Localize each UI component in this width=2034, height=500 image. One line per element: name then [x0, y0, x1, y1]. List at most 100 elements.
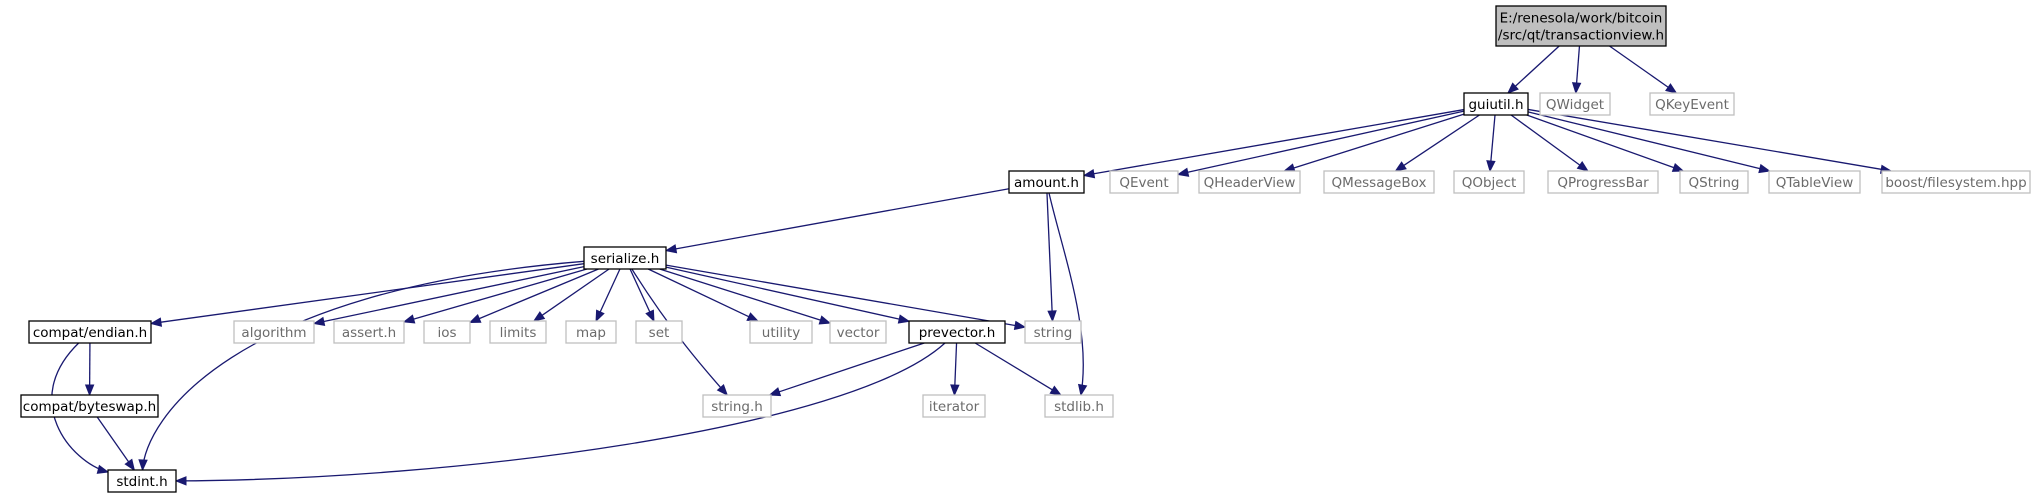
node-qtableview[interactable]: QTableView	[1768, 170, 1861, 194]
node-stdint[interactable]: stdint.h	[107, 469, 177, 493]
arrowhead-icon	[768, 387, 782, 397]
node-box-set	[635, 320, 683, 344]
node-qheaderview[interactable]: QHeaderView	[1198, 170, 1301, 194]
edge-prevector-to-iterator	[950, 342, 960, 397]
edge-line	[954, 342, 958, 386]
node-serialize[interactable]: serialize.h	[583, 246, 667, 270]
edge-root-to-qkeyevent	[1609, 45, 1678, 94]
node-qstring[interactable]: QString	[1679, 170, 1749, 194]
edge-root-to-guiutil	[1506, 45, 1560, 94]
node-box-stdlib	[1044, 394, 1114, 418]
node-limits[interactable]: limits	[489, 320, 547, 344]
edge-prevector-to-stringh	[768, 342, 925, 397]
arrowhead-icon	[1082, 169, 1096, 179]
node-box-qprogressbar	[1547, 170, 1659, 194]
node-box-map	[565, 320, 617, 344]
edge-line	[478, 268, 599, 320]
edge-byteswap-to-stdint	[96, 416, 136, 472]
nodes-layer: E:/renesola/work/bitcoin/src/qt/transact…	[20, 5, 2031, 493]
edge-guiutil-to-qobject	[1486, 114, 1496, 173]
node-guiutil[interactable]: guiutil.h	[1463, 92, 1529, 116]
node-label-qevent: QEvent	[1119, 175, 1168, 191]
arrowhead-icon	[897, 314, 911, 324]
arrowhead-icon	[1576, 160, 1589, 172]
edge-prevector-to-stdlib	[974, 342, 1063, 396]
node-label-asserth: assert.h	[342, 325, 396, 341]
edge-line	[974, 342, 1053, 391]
arrowhead-icon	[1571, 82, 1582, 95]
arrowhead-icon	[950, 384, 960, 397]
arrowhead-icon	[1013, 320, 1027, 331]
arrowhead-icon	[595, 309, 605, 323]
node-stdlib[interactable]: stdlib.h	[1044, 394, 1114, 418]
node-set[interactable]: set	[635, 320, 683, 344]
edge-amount-to-stdlib	[1048, 192, 1088, 397]
node-box-stdint	[107, 469, 177, 493]
node-box-limits	[489, 320, 547, 344]
node-label-algorithm: algorithm	[241, 325, 306, 341]
edge-serialize-to-set	[629, 268, 655, 323]
node-amount[interactable]: amount.h	[1008, 170, 1085, 194]
node-algorithm[interactable]: algorithm	[233, 320, 315, 344]
node-vector[interactable]: vector	[829, 320, 887, 344]
edge-line	[1527, 108, 1882, 170]
node-label-qheaderview: QHeaderView	[1204, 175, 1296, 191]
node-ios[interactable]: ios	[423, 320, 471, 344]
node-box-ios	[423, 320, 471, 344]
node-box-prevector	[908, 320, 1006, 344]
node-qwidget[interactable]: QWidget	[1539, 92, 1611, 116]
node-qmessagebox[interactable]: QMessageBox	[1323, 170, 1435, 194]
arrowhead-icon	[1047, 310, 1057, 323]
arrowhead-icon	[1506, 82, 1519, 94]
node-root[interactable]: E:/renesola/work/bitcoin/src/qt/transact…	[1495, 5, 1667, 47]
edge-serialize-to-asserth	[402, 268, 588, 324]
node-qkeyevent[interactable]: QKeyEvent	[1649, 92, 1735, 116]
node-utility[interactable]: utility	[749, 320, 813, 344]
node-label-qstring: QString	[1689, 175, 1740, 191]
node-stringh[interactable]: string.h	[702, 394, 772, 418]
node-label-qprogressbar: QProgressBar	[1557, 175, 1649, 191]
node-qobject[interactable]: QObject	[1453, 170, 1525, 194]
node-label-set: set	[649, 325, 670, 341]
node-label-string: string	[1034, 325, 1073, 341]
node-label-amount: amount.h	[1014, 175, 1079, 191]
arrowhead-icon	[1176, 167, 1190, 177]
node-asserth[interactable]: assert.h	[333, 320, 405, 344]
edge-line	[665, 266, 900, 320]
node-box-boostfs	[1881, 170, 2031, 194]
edge-line	[160, 263, 585, 323]
edge-line	[51, 342, 109, 473]
edge-line	[599, 268, 621, 313]
node-qprogressbar[interactable]: QProgressBar	[1547, 170, 1659, 194]
arrowhead-icon	[1486, 160, 1496, 173]
node-map[interactable]: map	[565, 320, 617, 344]
node-endian[interactable]: compat/endian.h	[28, 320, 152, 344]
node-box-qobject	[1453, 170, 1525, 194]
edge-serialize-to-prevector	[665, 266, 911, 324]
node-box-qwidget	[1539, 92, 1611, 116]
node-iterator[interactable]: iterator	[922, 394, 986, 418]
edge-serialize-to-vector	[659, 268, 832, 325]
node-label-stringh: string.h	[711, 399, 763, 415]
edge-line	[1046, 192, 1053, 312]
arrowhead-icon	[402, 314, 416, 324]
node-prevector[interactable]: prevector.h	[908, 320, 1006, 344]
node-byteswap[interactable]: compat/byteswap.h	[20, 394, 159, 418]
arrowhead-icon	[84, 384, 95, 397]
edge-line	[323, 266, 585, 323]
node-box-root	[1495, 5, 1667, 47]
node-string[interactable]: string	[1024, 320, 1082, 344]
node-boostfs[interactable]: boost/filesystem.hpp	[1881, 170, 2031, 194]
edge-serialize-to-stdint	[138, 260, 585, 472]
arrowhead-icon	[96, 464, 110, 474]
edge-amount-to-serialize	[664, 188, 1010, 254]
node-label-iterator: iterator	[929, 399, 980, 415]
arrowhead-icon	[716, 384, 729, 397]
node-label-qtableview: QTableView	[1776, 175, 1854, 191]
node-qevent[interactable]: QEvent	[1109, 170, 1179, 194]
arrowhead-icon	[1077, 383, 1088, 397]
edge-line	[1575, 45, 1581, 84]
node-box-qevent	[1109, 170, 1179, 194]
node-label-root: /src/qt/transactionview.h	[1498, 28, 1664, 44]
